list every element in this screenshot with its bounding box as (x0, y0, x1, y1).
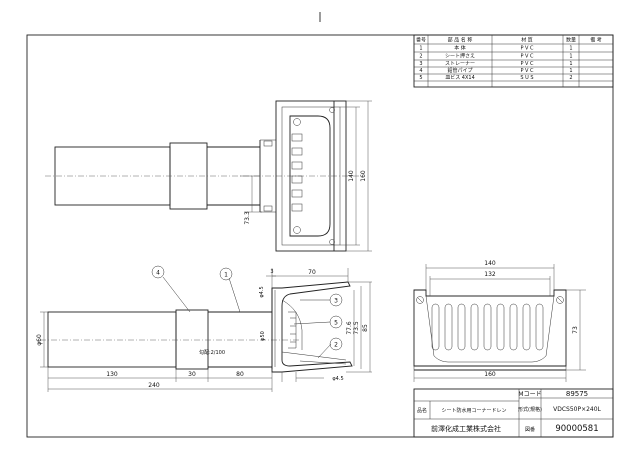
dim-phi4-5-bottom: φ4.5 (332, 376, 343, 382)
svg-text:3: 3 (419, 61, 422, 67)
title-block: Mコード 89575 品名 シート防水用コーナードレン 形式(規格) VDCS5… (413, 388, 614, 438)
svg-text:4: 4 (419, 68, 422, 74)
svg-text:皿ビス 4X14: 皿ビス 4X14 (445, 74, 475, 81)
drawing-no-value: 90000581 (555, 424, 598, 434)
front-view: 140 132 73 160 (413, 260, 586, 382)
top-view: 140 160 73.3 (45, 100, 372, 252)
table-row: 4 鉛管パイプ P V C 1 (419, 67, 572, 74)
model-label: 形式(規格) (518, 406, 542, 413)
dim-80: 80 (236, 371, 244, 378)
svg-text:1: 1 (419, 46, 422, 52)
dim-73-5: 73.5 (353, 321, 360, 335)
dim-73-3: 73.3 (244, 211, 251, 225)
balloon-2: 2 (329, 337, 343, 351)
dim-3: 3 (270, 269, 273, 275)
dim-phi4-5-top: φ4.5 (259, 286, 265, 297)
dim-240: 240 (148, 382, 160, 389)
dim-30: 30 (188, 371, 196, 378)
balloon-4: 4 (151, 265, 165, 279)
svg-text:P V C: P V C (520, 46, 534, 52)
dim-140-vertical: 140 (348, 170, 355, 182)
svg-text:1: 1 (569, 54, 572, 60)
dim-140-horizontal: 140 (484, 260, 496, 267)
svg-text:1: 1 (569, 68, 572, 74)
dim-132: 132 (484, 271, 496, 278)
balloon-1: 1 (219, 267, 233, 281)
svg-text:5: 5 (419, 75, 422, 81)
table-header-material: 材 質 (521, 37, 533, 44)
svg-text:5: 5 (334, 320, 338, 327)
svg-text:4: 4 (156, 270, 160, 277)
table-row: 2 シート押さえ P V C 1 (419, 53, 572, 60)
dim-130: 130 (106, 371, 118, 378)
svg-text:3: 3 (334, 298, 338, 305)
svg-text:2: 2 (334, 342, 338, 349)
table-header-name: 部 品 名 称 (448, 37, 473, 44)
dim-phi50: φ50 (260, 331, 266, 341)
table-row: 3 ストレーナー P V C 1 (419, 61, 572, 67)
m-code-label: Mコード (518, 391, 541, 398)
table-row: 1 本 体 P V C 1 (419, 45, 572, 52)
svg-text:鉛管パイプ: 鉛管パイプ (447, 67, 472, 74)
drawing-no-label: 図番 (525, 426, 535, 433)
svg-text:P V C: P V C (520, 61, 534, 67)
dim-phi60: φ60 (36, 334, 43, 346)
svg-text:1: 1 (224, 272, 228, 279)
dim-73: 73 (572, 326, 579, 334)
svg-text:ストレーナー: ストレーナー (445, 61, 475, 67)
slope-label: 勾配:2/100 (199, 349, 225, 356)
balloon-3: 3 (329, 293, 343, 307)
side-view: 77.6 73.5 85 70 3 φ4.5 φ50 φ4.5 勾配:2/100… (36, 265, 372, 392)
drawing-frame (26, 34, 614, 438)
model-value: VDCS50P×240L (553, 406, 601, 413)
svg-text:2: 2 (569, 75, 572, 81)
name-label: 品名 (417, 407, 427, 414)
dim-160-vertical: 160 (360, 170, 367, 182)
svg-text:S U S: S U S (520, 75, 533, 81)
table-row: 5 皿ビス 4X14 S U S 2 (419, 74, 572, 81)
svg-text:シート押さえ: シート押さえ (445, 53, 475, 60)
m-code-value: 89575 (566, 390, 588, 398)
table-header-qty: 数量 (566, 37, 576, 44)
parts-table: 番号 部 品 名 称 材 質 数量 備 考 1 本 体 P V C 1 2 シー… (413, 34, 614, 88)
product-name: シート防水用コーナードレン (441, 407, 506, 414)
company-name: 前澤化成工業株式会社 (431, 424, 501, 433)
svg-text:2: 2 (419, 54, 422, 60)
svg-text:1: 1 (569, 61, 572, 67)
svg-text:1: 1 (569, 46, 572, 52)
dim-77-6: 77.6 (346, 321, 353, 335)
table-header-no: 番号 (416, 37, 426, 44)
balloon-5: 5 (329, 315, 343, 329)
table-header-note: 備 考 (590, 37, 602, 44)
svg-text:本 体: 本 体 (454, 45, 466, 52)
dim-85: 85 (362, 324, 369, 332)
dim-70: 70 (308, 269, 316, 276)
svg-text:P V C: P V C (520, 54, 534, 60)
dim-160-horizontal: 160 (484, 371, 496, 378)
svg-text:P V C: P V C (520, 68, 534, 74)
